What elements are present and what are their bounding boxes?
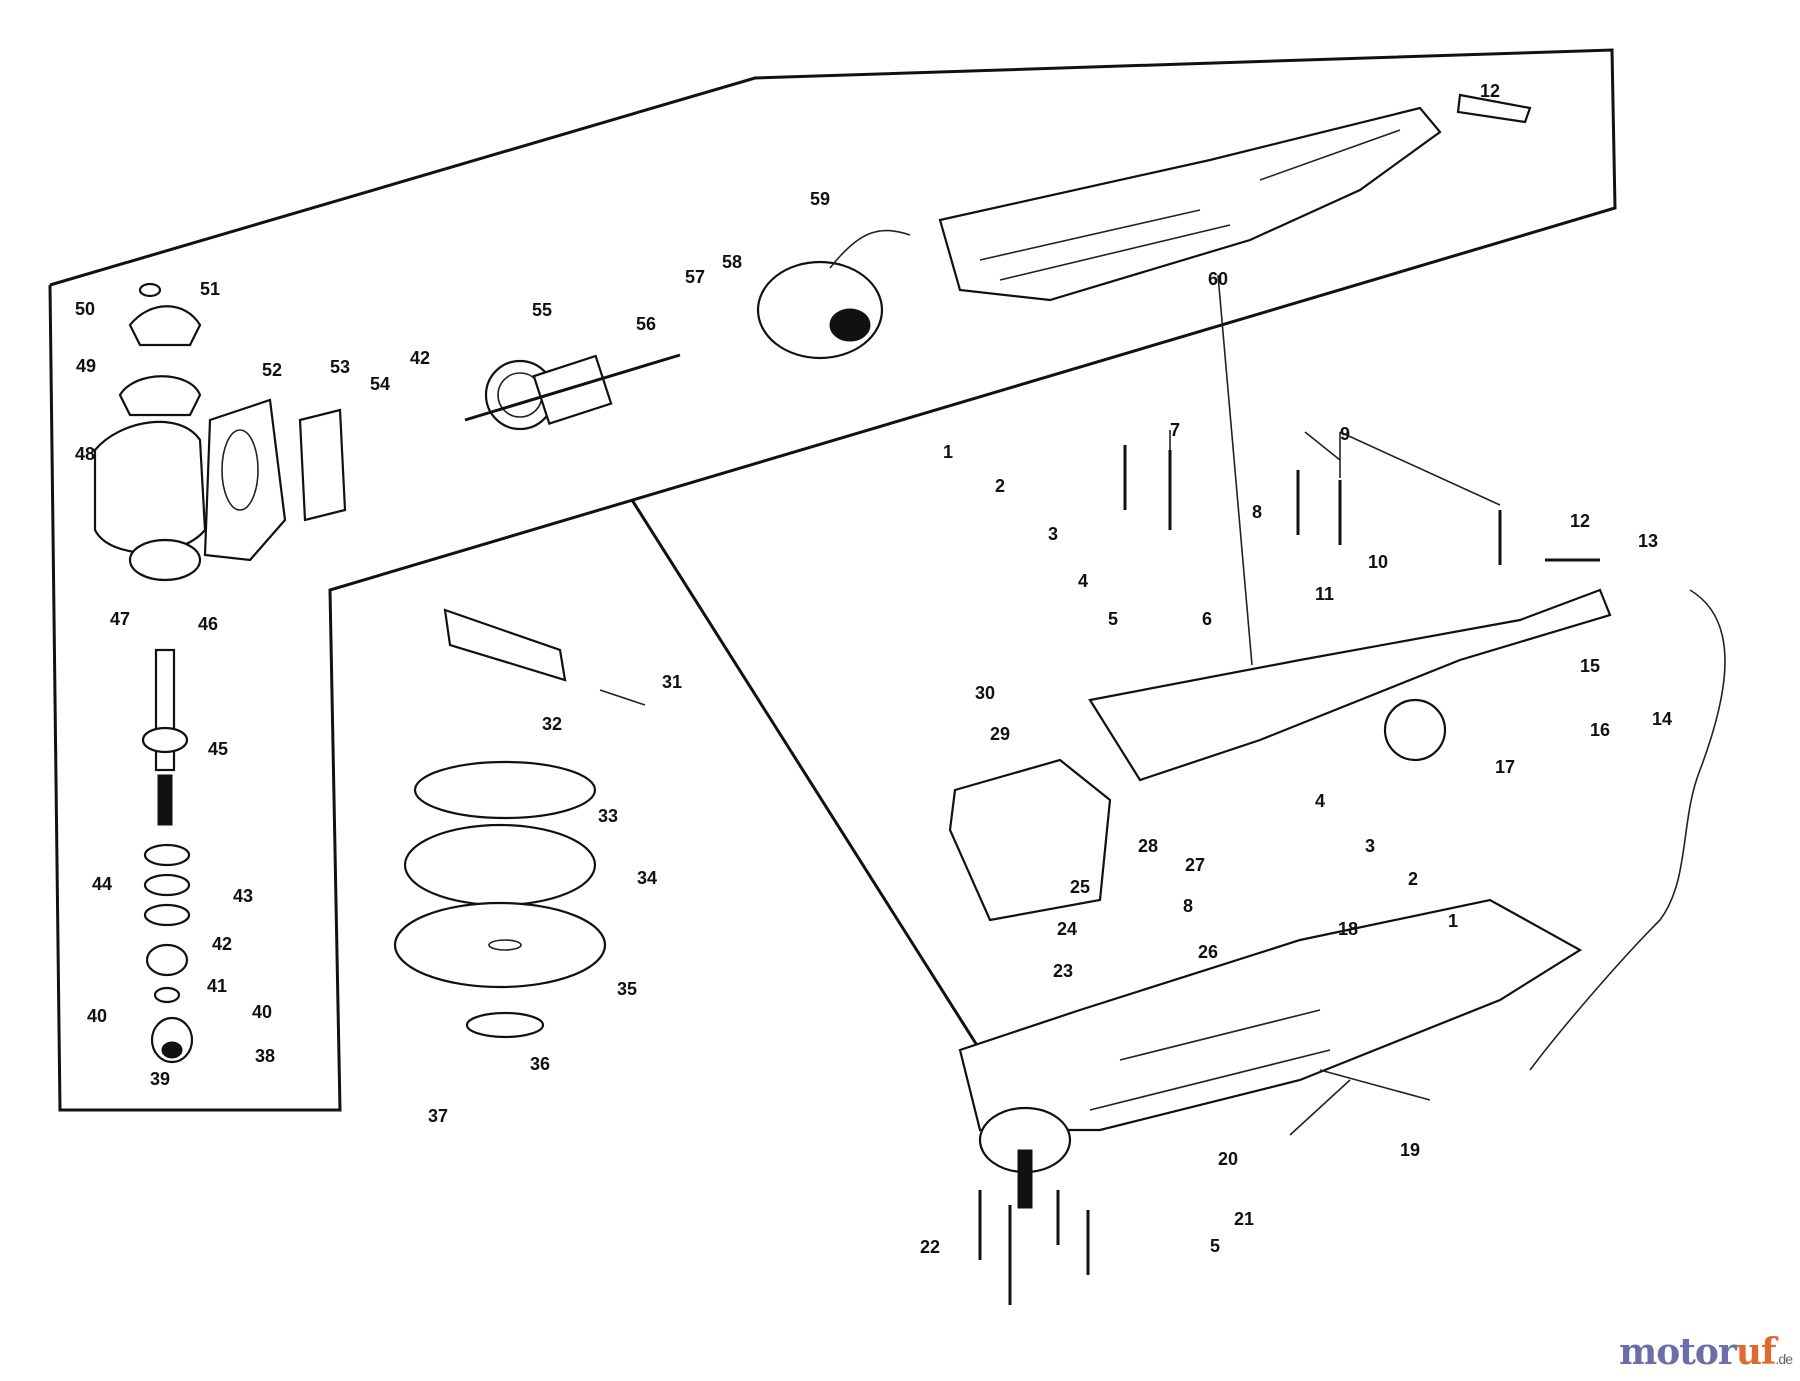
callout-label-42b: 42 <box>212 934 232 954</box>
leader-lines <box>1169 430 1501 1136</box>
callout-label-32: 32 <box>542 714 562 734</box>
motoruf-watermark: motoruf.de <box>1619 1331 1793 1373</box>
callout-label-39: 39 <box>150 1069 170 1089</box>
callout-label-2: 2 <box>995 476 1005 496</box>
callout-label-4: 4 <box>1078 571 1088 591</box>
washer-stack <box>143 843 194 1064</box>
motor-housing-rear <box>938 93 1532 302</box>
callout-label-44: 44 <box>92 874 112 894</box>
callout-label-22: 22 <box>920 1237 940 1257</box>
callout-label-25: 25 <box>1070 877 1090 897</box>
callout-label-23: 23 <box>1053 961 1073 981</box>
callout-label-43: 43 <box>233 886 253 906</box>
callout-label-20: 20 <box>1218 1149 1238 1169</box>
callout-label-1: 1 <box>943 442 953 462</box>
callout-label-4b: 4 <box>1315 791 1325 811</box>
field-coil <box>756 229 911 360</box>
callout-label-13: 13 <box>1638 531 1658 551</box>
callout-label-54: 54 <box>370 374 390 394</box>
callout-label-14: 14 <box>1652 709 1672 729</box>
power-cable <box>1529 589 1726 1071</box>
pad-assembly <box>393 760 607 1039</box>
callout-label-38: 38 <box>255 1046 275 1066</box>
callout-label-10: 10 <box>1368 552 1388 572</box>
inset-frame <box>48 48 1617 1112</box>
callout-label-48: 48 <box>75 444 95 464</box>
callout-label-55: 55 <box>532 300 552 320</box>
callout-label-59: 59 <box>810 189 830 209</box>
callout-label-11: 11 <box>1315 584 1334 604</box>
callout-label-1b: 1 <box>1448 911 1458 931</box>
callout-label-28: 28 <box>1138 836 1158 856</box>
callout-label-51: 51 <box>200 279 220 299</box>
callout-label-27: 27 <box>1185 855 1205 875</box>
callout-label-40b: 40 <box>252 1002 272 1022</box>
callout-label-24: 24 <box>1057 919 1077 939</box>
callout-label-17: 17 <box>1495 757 1515 777</box>
callout-label-47: 47 <box>110 609 130 629</box>
callout-label-3b: 3 <box>1365 836 1375 856</box>
assembled-tool <box>958 898 1583 1209</box>
callout-label-12: 12 <box>1570 511 1590 531</box>
callout-label-31: 31 <box>662 672 682 692</box>
connector-line <box>630 499 987 1059</box>
callout-label-33: 33 <box>598 806 618 826</box>
callout-label-8: 8 <box>1252 502 1262 522</box>
callout-label-18: 18 <box>1338 919 1358 939</box>
callout-label-19: 19 <box>1400 1140 1420 1160</box>
callout-label-41: 41 <box>207 976 227 996</box>
callout-label-58: 58 <box>722 252 742 272</box>
callout-label-16: 16 <box>1590 720 1610 740</box>
callout-label-30: 30 <box>975 683 995 703</box>
callout-label-34: 34 <box>637 868 657 888</box>
callout-label-45: 45 <box>208 739 228 759</box>
callout-label-56: 56 <box>636 314 656 334</box>
armature <box>464 353 681 431</box>
side-handle <box>443 608 646 706</box>
callout-label-57: 57 <box>685 267 705 287</box>
callout-label-9: 9 <box>1340 424 1350 444</box>
callout-label-52: 52 <box>262 360 282 380</box>
callout-label-37: 37 <box>428 1106 448 1126</box>
connector-line-60 <box>1217 274 1253 666</box>
callout-label-5b: 5 <box>1210 1236 1220 1256</box>
callout-label-50: 50 <box>75 299 95 319</box>
callout-label-29: 29 <box>990 724 1010 744</box>
callout-label-21: 21 <box>1234 1209 1254 1229</box>
callout-label-53: 53 <box>330 357 350 377</box>
callout-label-46: 46 <box>198 614 218 634</box>
cap-parts <box>118 282 202 417</box>
callout-label-40a: 40 <box>87 1006 107 1026</box>
callout-label-2b: 2 <box>1408 869 1418 889</box>
callout-label-35: 35 <box>617 979 637 999</box>
callout-label-12b: 12 <box>1480 81 1500 101</box>
callout-label-8b: 8 <box>1183 896 1193 916</box>
callout-label-26: 26 <box>1198 942 1218 962</box>
callout-label-3: 3 <box>1048 524 1058 544</box>
spindle <box>141 648 189 826</box>
callout-label-6: 6 <box>1202 609 1212 629</box>
callout-label-49: 49 <box>76 356 96 376</box>
callout-label-36: 36 <box>530 1054 550 1074</box>
upper-housing <box>948 588 1612 922</box>
callout-label-60: 60 <box>1208 269 1228 289</box>
gear-housing <box>93 398 347 582</box>
callout-label-7: 7 <box>1170 420 1180 440</box>
callout-label-15: 15 <box>1580 656 1600 676</box>
callout-label-5: 5 <box>1108 609 1118 629</box>
callout-label-42a: 42 <box>410 348 430 368</box>
screws <box>978 445 1600 1305</box>
